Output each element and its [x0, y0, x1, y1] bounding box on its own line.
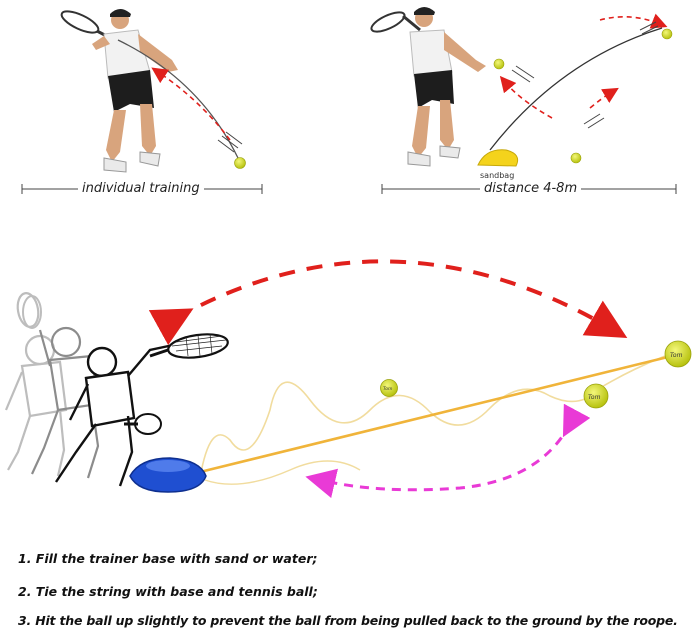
- player-sketch-front: [55, 342, 179, 487]
- instruction-step-1: 1. Fill the trainer base with sand or wa…: [18, 551, 318, 566]
- tennis-ball: [661, 28, 673, 40]
- rope-trail: [199, 355, 666, 479]
- caption-distance: distance 4-8m: [480, 181, 582, 196]
- tennis-ball: [234, 157, 246, 169]
- racket-icon: [370, 11, 421, 33]
- instruction-step-3: 3. Hit the ball up slightly to prevent t…: [18, 613, 678, 628]
- svg-text:Tom: Tom: [670, 352, 683, 359]
- svg-text:Tom: Tom: [383, 386, 393, 392]
- magenta-return-arrow: [305, 403, 591, 499]
- racket-icon: [22, 295, 42, 329]
- elastic-rope: [199, 354, 673, 474]
- sandbag-label: sandbag: [480, 171, 514, 180]
- sandbag-icon: [477, 149, 519, 167]
- tennis-ball-large: Tom: [664, 340, 692, 368]
- main-illustration: Tom Tom Tom: [4, 259, 692, 499]
- distance-training-panel: sandbag: [370, 7, 677, 194]
- tennis-ball-medium: Tom: [583, 383, 609, 409]
- racket-icon: [149, 333, 229, 359]
- red-swing-arrow: [148, 259, 628, 346]
- trainer-base-icon: [129, 457, 207, 493]
- tennis-ball: [570, 152, 582, 164]
- instruction-step-2: 2. Tie the string with base and tennis b…: [18, 584, 318, 599]
- racket-icon: [124, 413, 162, 435]
- tennis-ball: [493, 58, 505, 70]
- tennis-player-figure: [407, 7, 486, 167]
- caption-individual-training: individual training: [78, 181, 204, 196]
- individual-training-panel: [21, 9, 263, 194]
- svg-text:Tom: Tom: [588, 394, 601, 401]
- motion-lines-icon: [217, 131, 243, 153]
- motion-lines-icon: [511, 21, 659, 129]
- player-sketch-ghost: [4, 292, 68, 477]
- tennis-ball-small: Tom: [380, 379, 398, 397]
- tennis-player-figure: [92, 9, 178, 173]
